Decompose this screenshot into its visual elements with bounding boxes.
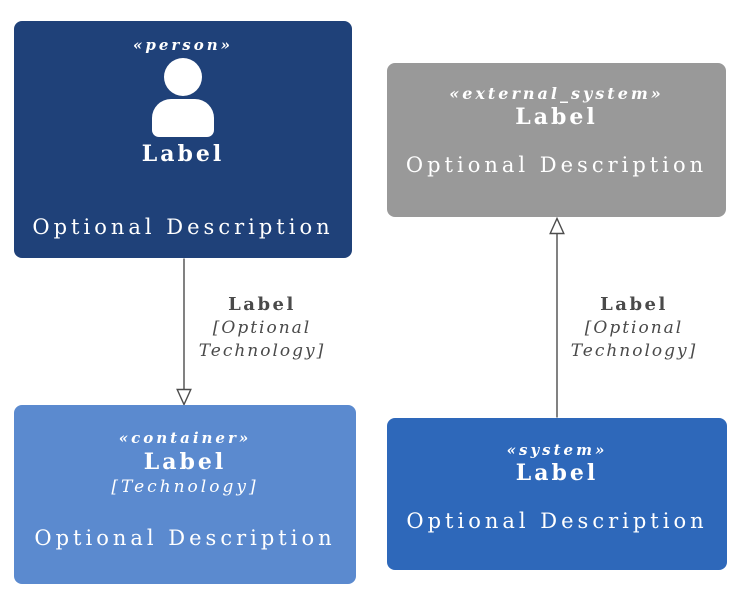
edge-technology: [Optional Technology] [198,318,326,361]
edge-name: Label [228,294,296,315]
system-stereotype: «system» [506,441,608,459]
node-container: «container» Label [Technology] Optional … [14,405,356,584]
system-label: Label [515,460,599,486]
system-description: Optional Description [406,509,708,533]
person-description: Optional Description [32,215,334,239]
person-icon-head [164,58,202,96]
person-icon [151,58,215,138]
external-system-stereotype: «external_system» [449,84,664,103]
external-system-label: Label [515,104,598,130]
person-label: Label [141,141,225,167]
edge-name: Label [600,294,668,315]
edge-label-person-to-container: Label [Optional Technology] [186,293,338,363]
container-stereotype: «container» [118,429,252,447]
container-technology: [Technology] [111,477,259,497]
container-label: Label [143,449,227,475]
edge-label-system-to-external-system: Label [Optional Technology] [558,293,710,363]
container-description: Optional Description [34,526,336,550]
node-system: «system» Label Optional Description [387,418,727,570]
arrowhead-down-icon [176,388,192,407]
edge-technology: [Optional Technology] [570,318,698,361]
arrowhead-up-icon [549,216,565,235]
node-person: «person» Label Optional Description [14,21,352,258]
person-stereotype: «person» [132,36,234,54]
person-icon-body [152,99,214,137]
external-system-description: Optional Description [405,153,708,177]
node-external-system: «external_system» Label Optional Descrip… [387,63,726,217]
